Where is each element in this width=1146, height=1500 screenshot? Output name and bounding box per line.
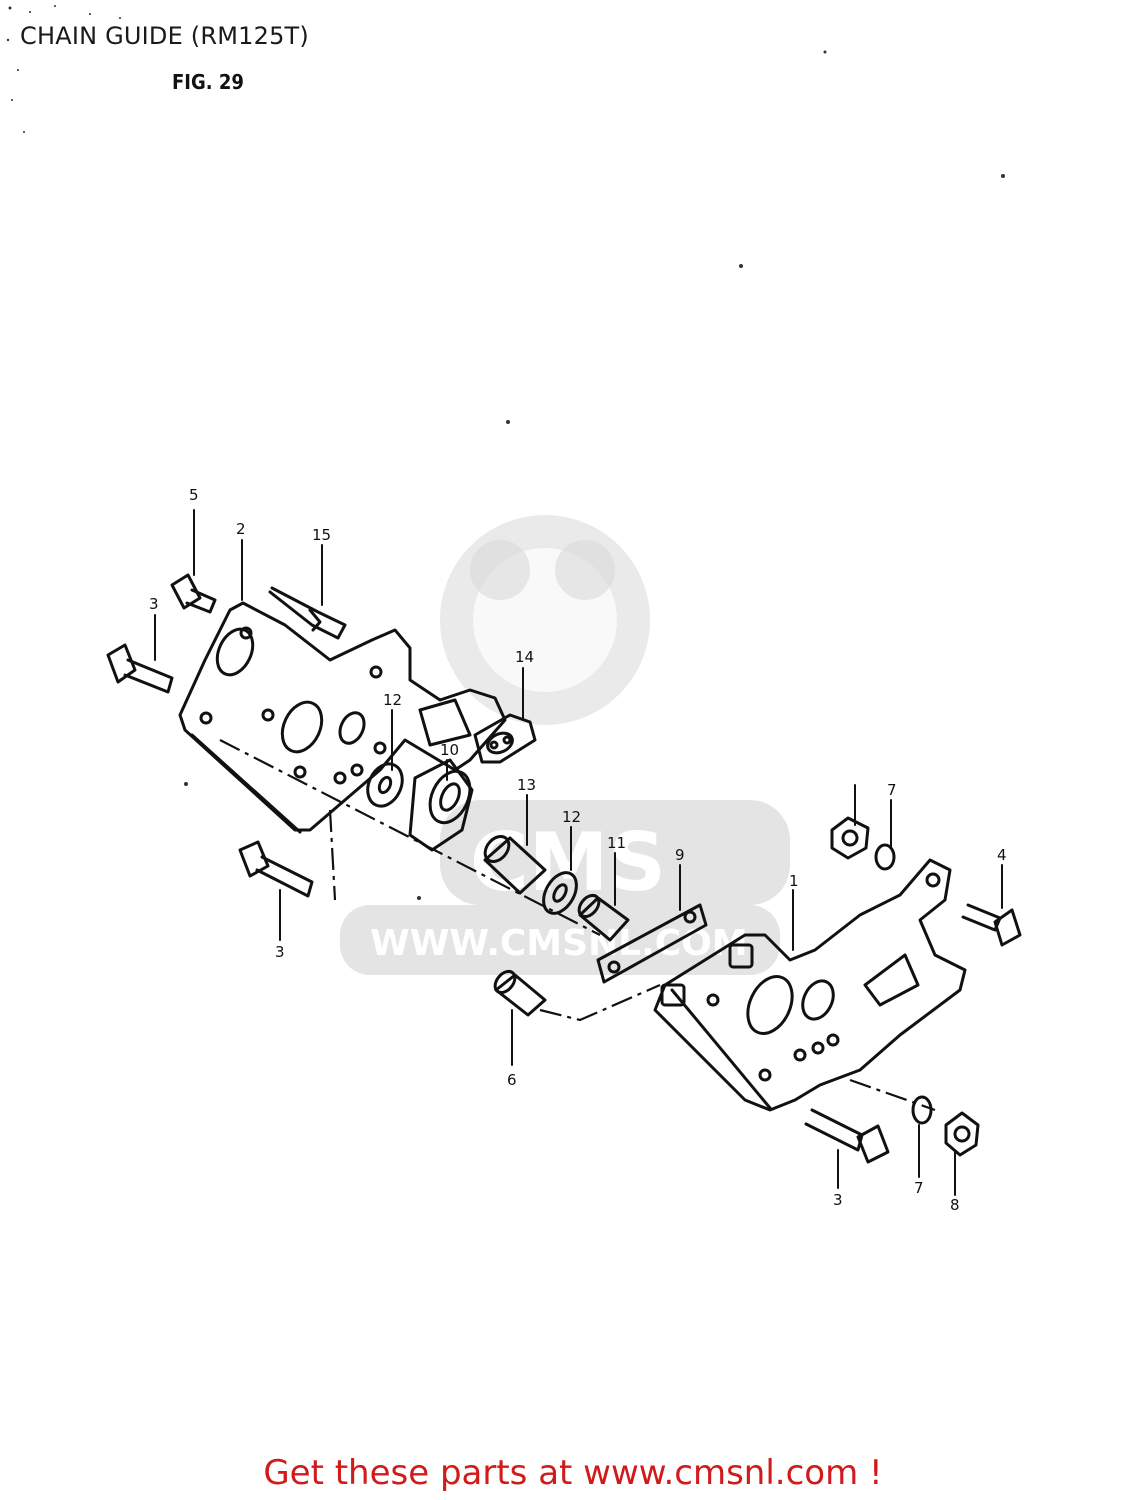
screw-top bbox=[268, 586, 347, 640]
washer-7-upper bbox=[874, 843, 896, 871]
assembly-center-lines bbox=[219, 739, 936, 1112]
chain-roller bbox=[408, 758, 474, 852]
callout-12-upper: 12 bbox=[383, 691, 402, 709]
callout-10: 10 bbox=[440, 741, 459, 759]
left-chain-guide-bracket bbox=[178, 601, 507, 834]
callout-15: 15 bbox=[312, 526, 331, 544]
callout-6: 6 bbox=[507, 1071, 517, 1089]
callout-9: 9 bbox=[675, 846, 685, 864]
nut-lower bbox=[944, 1111, 980, 1157]
watermark-logo: CMS WWW.CMSNL.COM bbox=[340, 515, 790, 975]
bolt-right-upper bbox=[961, 903, 1022, 947]
callout-11: 11 bbox=[607, 834, 626, 852]
washer-upper bbox=[366, 762, 404, 808]
callout-7-upper: 7 bbox=[887, 781, 897, 799]
watermark-url: WWW.CMSNL.COM bbox=[370, 923, 748, 964]
right-chain-guide-bracket bbox=[653, 858, 967, 1112]
callout-numbers: 5 2 15 3 14 12 10 13 12 11 9 3 6 7 4 1 3… bbox=[149, 486, 1007, 1214]
roller-spacer bbox=[483, 834, 547, 895]
collar bbox=[577, 893, 630, 942]
bolt-left-upper bbox=[106, 643, 174, 694]
callout-7-lower: 7 bbox=[914, 1179, 924, 1197]
washer-lower-hole bbox=[552, 883, 568, 903]
collar-lower bbox=[493, 969, 547, 1017]
callout-12-lower: 12 bbox=[562, 808, 581, 826]
guide-roller-block bbox=[473, 713, 537, 764]
bolt-small-top bbox=[170, 573, 217, 614]
nut-upper bbox=[830, 816, 870, 860]
scan-noise bbox=[6, 5, 1005, 900]
page-title: CHAIN GUIDE (RM125T) bbox=[20, 22, 309, 50]
callout-8: 8 bbox=[950, 1196, 960, 1214]
callout-2: 2 bbox=[236, 520, 246, 538]
washer-7-lower bbox=[911, 1095, 933, 1125]
callout-3-upper: 3 bbox=[149, 595, 159, 613]
footer-parts-link[interactable]: Get these parts at www.cmsnl.com ! bbox=[263, 1453, 883, 1493]
callout-13: 13 bbox=[517, 776, 536, 794]
callout-3-left: 3 bbox=[275, 943, 285, 961]
callout-4: 4 bbox=[997, 846, 1007, 864]
guide-plate bbox=[596, 903, 708, 984]
bolt-left-lower bbox=[238, 840, 314, 898]
callout-1: 1 bbox=[789, 872, 799, 890]
figure-label: FIG. 29 bbox=[172, 70, 244, 94]
bolt-right-lower bbox=[804, 1108, 890, 1164]
watermark-brand: CMS bbox=[470, 816, 666, 909]
callout-5: 5 bbox=[189, 486, 199, 504]
washer-upper-hole bbox=[377, 775, 393, 795]
callout-14: 14 bbox=[515, 648, 534, 666]
washer-lower bbox=[542, 871, 578, 915]
callout-3-right: 3 bbox=[833, 1191, 843, 1209]
callout-leaders bbox=[154, 509, 1003, 1196]
